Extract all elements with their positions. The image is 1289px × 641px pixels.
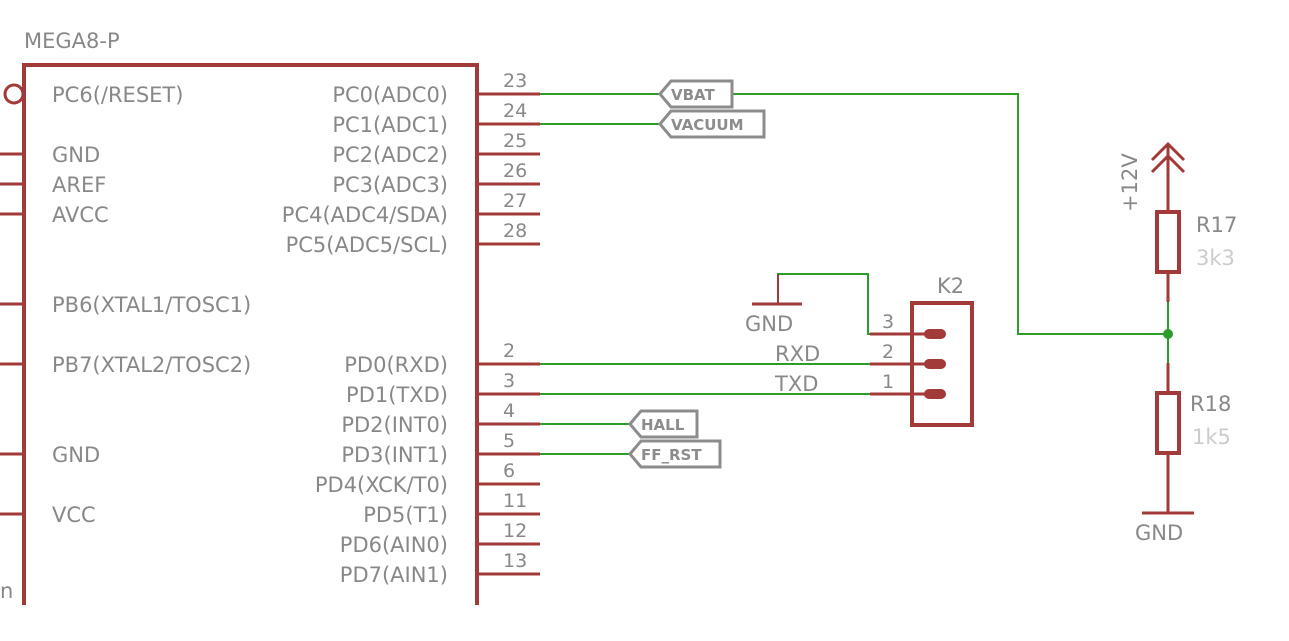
connector-k2: K2 3 2 1 RXD TXD [774, 274, 974, 427]
gnd-label: GND [1135, 521, 1183, 545]
resistor-r17: R17 3k3 [1155, 210, 1237, 302]
chip-left-pin-labels: PC6(/RESET) GND AREF AVCC PB6(XTAL1/TOSC… [52, 83, 251, 527]
left-pin-label: AVCC [52, 203, 109, 227]
reset-pin-bubble [3, 83, 25, 105]
pin-number: 13 [503, 550, 527, 572]
right-pin-label: PD1(TXD) [346, 383, 448, 407]
net-label-text: VACUUM [671, 116, 744, 134]
signal-label-rxd: RXD [775, 342, 820, 366]
right-pin-label: PD3(INT1) [341, 443, 448, 467]
left-pin-label: AREF [52, 173, 106, 197]
pin-number: 5 [503, 430, 515, 452]
chip-right-pin-stubs [477, 92, 540, 576]
signal-label-txd: TXD [774, 372, 818, 396]
net-label-vacuum: VACUUM [658, 109, 766, 139]
pin-number: 27 [503, 190, 527, 212]
partial-text: n [0, 579, 13, 603]
resistor-name: R18 [1190, 392, 1231, 416]
connector-pin [924, 329, 946, 339]
pin-number: 12 [503, 520, 527, 542]
gnd-symbol-k2: GND [745, 274, 802, 336]
resistor-name: R17 [1196, 213, 1237, 237]
pin-number: 4 [503, 400, 515, 422]
chip-pin-numbers: 23 24 25 26 27 28 2 3 4 5 6 11 12 13 [503, 70, 527, 572]
chip-name: MEGA8-P [24, 29, 120, 53]
right-pin-label: PD0(RXD) [344, 353, 448, 377]
right-pin-label: PD5(T1) [363, 503, 448, 527]
left-pin-label: PB7(XTAL2/TOSC2) [52, 353, 251, 377]
pin-number: 26 [503, 160, 527, 182]
supply-12v: +12V [1118, 141, 1186, 212]
pin-number: 24 [503, 100, 527, 122]
supply-label: +12V [1118, 153, 1142, 212]
pin-number: 3 [503, 370, 515, 392]
left-pin-label: PC6(/RESET) [52, 83, 183, 107]
connector-pin-number: 1 [882, 371, 894, 393]
right-pin-label: PD2(INT0) [341, 413, 448, 437]
pin-number: 11 [503, 490, 527, 512]
net-label-text: FF_RST [641, 446, 702, 464]
right-pin-label: PD6(AIN0) [340, 533, 448, 557]
gnd-symbol-r18: GND [1135, 511, 1194, 545]
right-pin-label: PD4(XCK/T0) [315, 473, 448, 497]
connector-pin-number: 3 [882, 311, 894, 333]
chip-left-pin-stubs [0, 152, 24, 516]
right-pin-label: PC4(ADC4/SDA) [282, 203, 448, 227]
resistor-value: 1k5 [1192, 425, 1231, 449]
connector-pin [924, 389, 946, 399]
wire-vbat [540, 93, 1168, 335]
right-pin-label: PC5(ADC5/SCL) [286, 233, 448, 257]
pin-number: 6 [503, 460, 515, 482]
chip-right-pin-labels: PC0(ADC0) PC1(ADC1) PC2(ADC2) PC3(ADC3) … [282, 83, 448, 587]
right-pin-label: PD7(AIN1) [340, 563, 448, 587]
pin-number: 25 [503, 130, 527, 152]
net-label-text: VBAT [671, 86, 715, 104]
right-pin-label: PC0(ADC0) [332, 83, 448, 107]
right-pin-label: PC3(ADC3) [332, 173, 448, 197]
left-pin-label: VCC [52, 503, 96, 527]
wires [540, 93, 1169, 455]
net-label-text: HALL [641, 416, 685, 434]
connector-pin-number: 2 [882, 341, 894, 363]
resistor-r18: R18 1k5 [1155, 363, 1231, 513]
right-pin-label: PC2(ADC2) [332, 143, 448, 167]
left-pin-label: GND [52, 443, 100, 467]
pin-number: 28 [503, 220, 527, 242]
chip-outline [22, 63, 479, 605]
pin-number: 2 [503, 340, 515, 362]
pin-number: 23 [503, 70, 527, 92]
resistor-value: 3k3 [1196, 246, 1235, 270]
junction-dot [1163, 329, 1173, 339]
left-pin-label: GND [52, 143, 100, 167]
net-label-hall: HALL [628, 409, 699, 439]
right-pin-label: PC1(ADC1) [332, 113, 448, 137]
connector-name: K2 [937, 274, 964, 298]
left-pin-label: PB6(XTAL1/TOSC1) [52, 293, 251, 317]
net-label-ff-rst: FF_RST [628, 439, 722, 469]
net-label-vbat: VBAT [658, 79, 734, 109]
gnd-label: GND [745, 312, 793, 336]
connector-pin [924, 359, 946, 369]
